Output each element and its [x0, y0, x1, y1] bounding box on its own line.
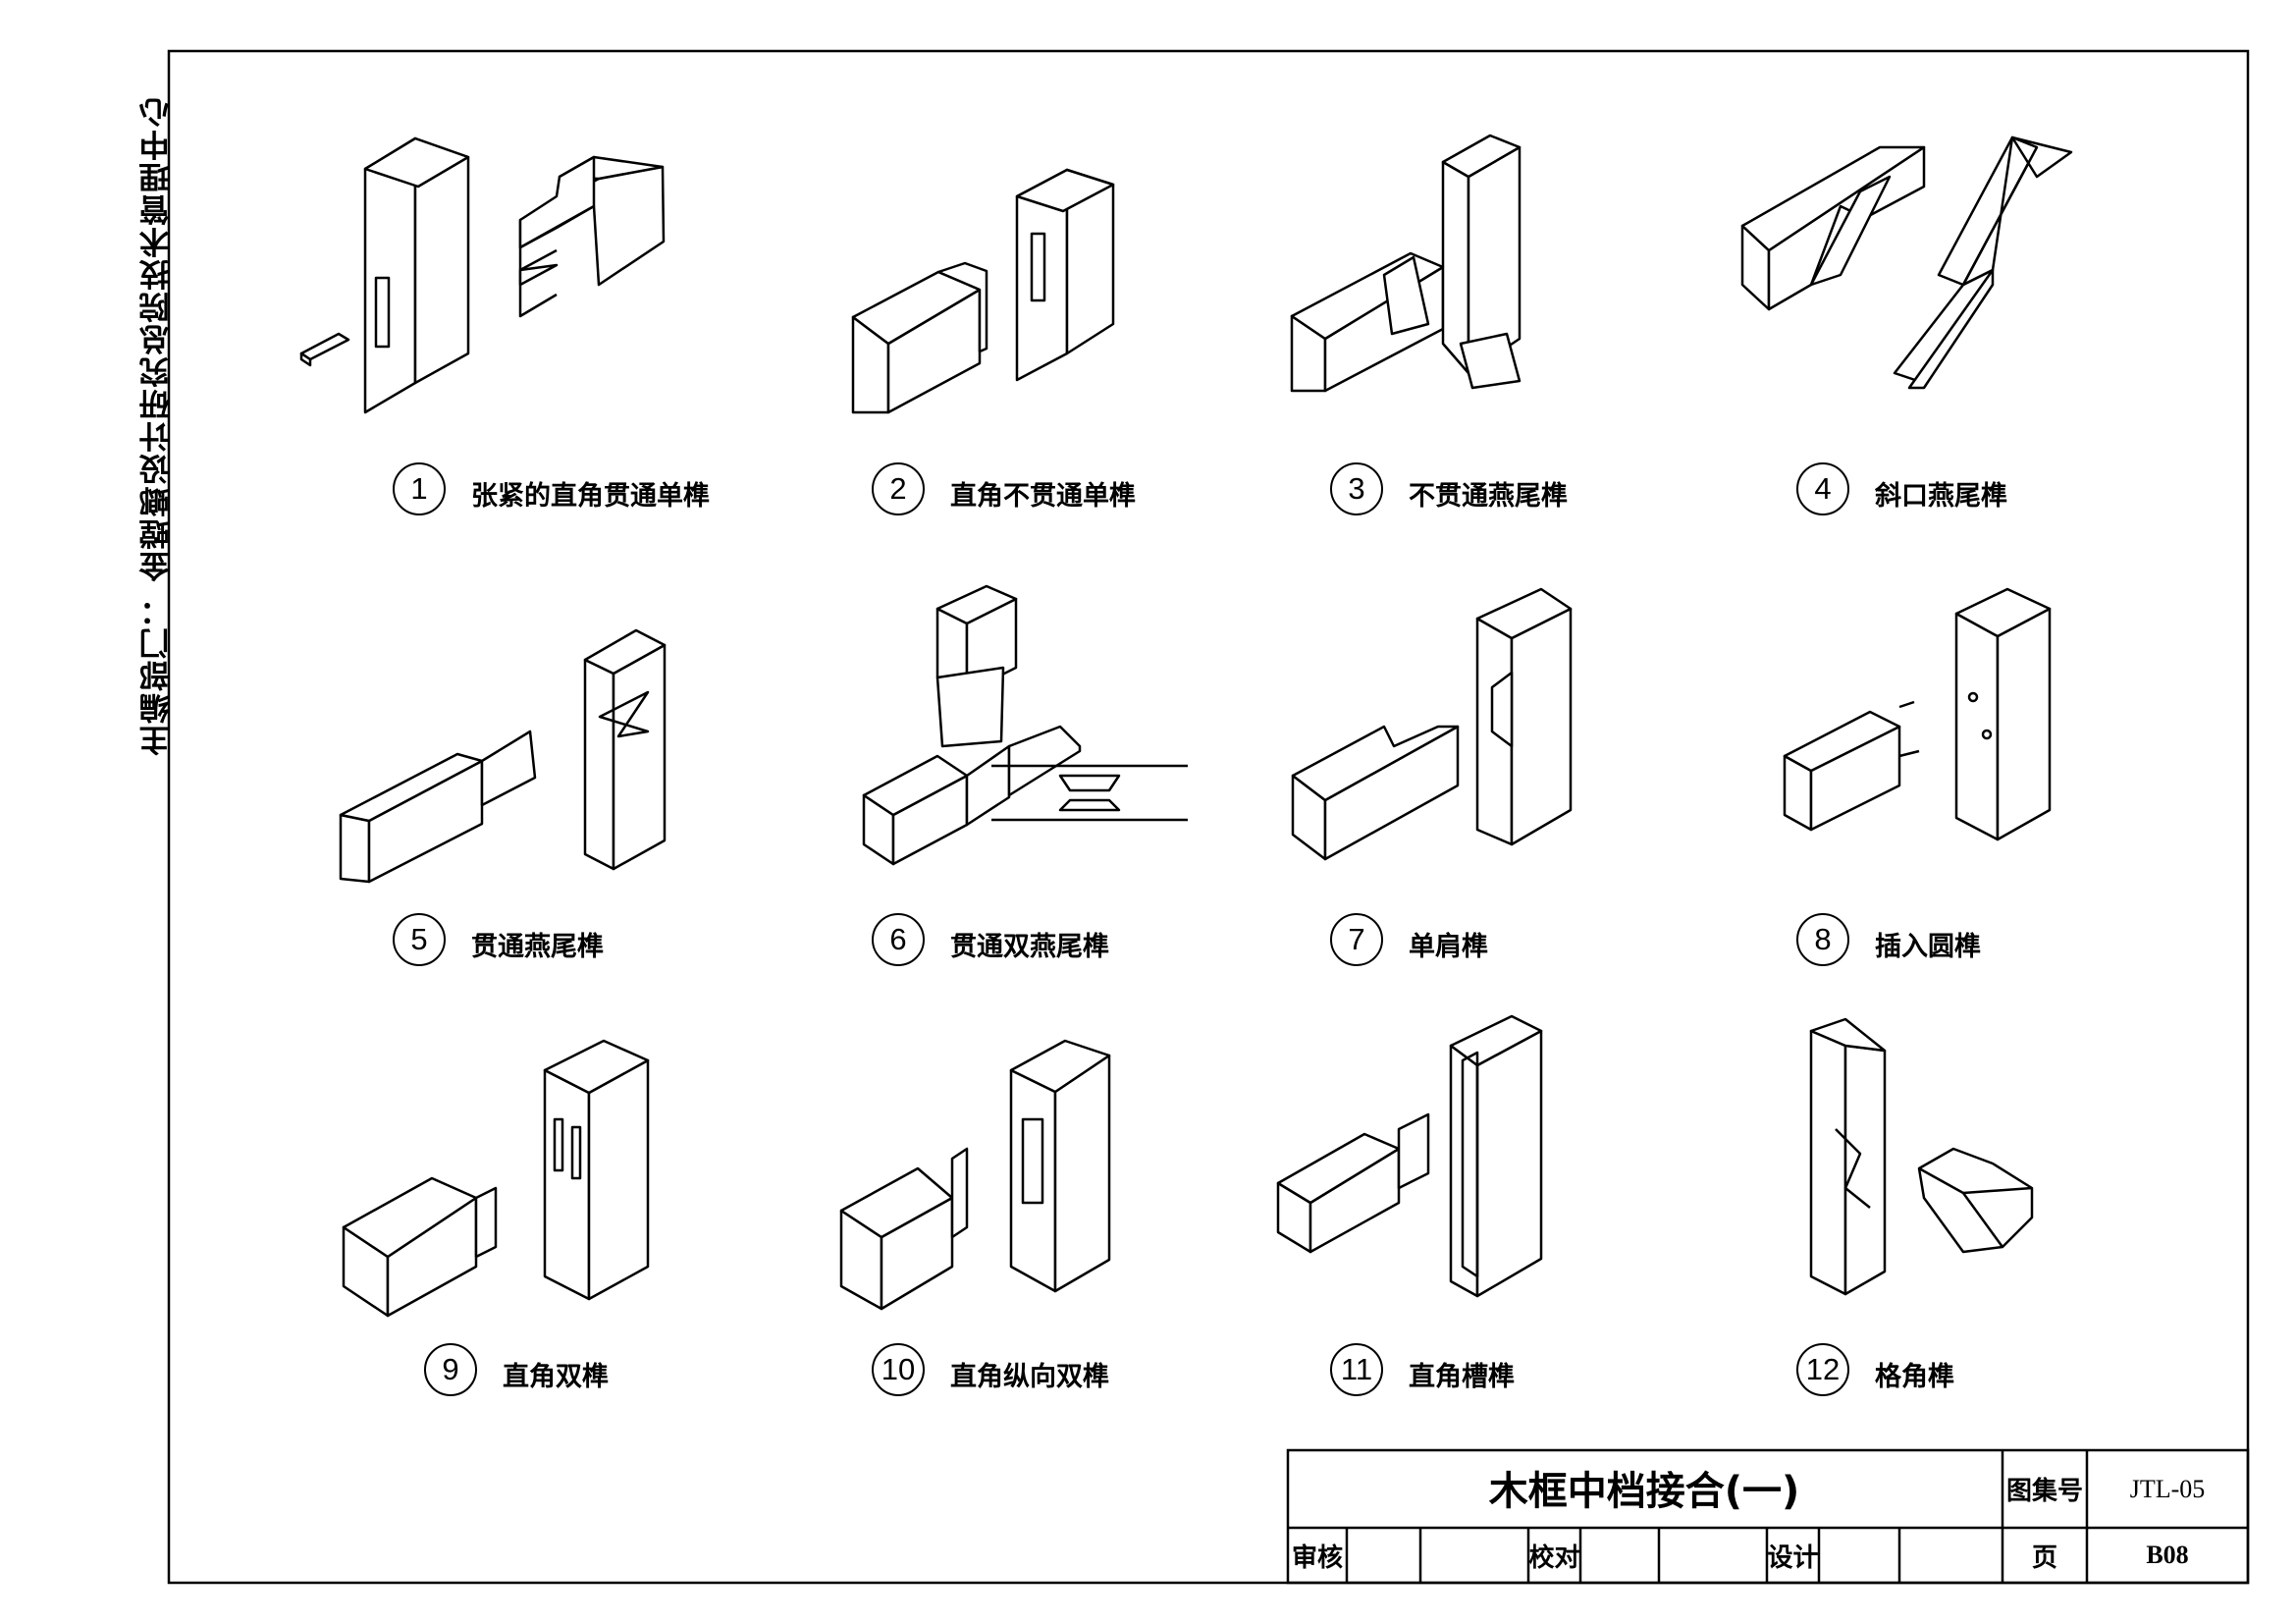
- joint-drawing-8: [1783, 587, 2052, 841]
- figure-caption-5: 贯通燕尾榫: [471, 932, 604, 962]
- title-block-grid: [1286, 1448, 2250, 1585]
- figure-caption-10: 直角纵向双榫: [950, 1362, 1109, 1392]
- figure-number-4: 4: [1796, 462, 1849, 515]
- figure-caption-6: 贯通双燕尾榫: [950, 932, 1109, 962]
- page-number-value: B08: [2146, 1541, 2189, 1569]
- figure-label-3: 3 不贯通燕尾榫: [1330, 455, 1841, 533]
- figure-label-10: 10 直角纵向双榫: [872, 1335, 1382, 1414]
- figure-caption-11: 直角槽榫: [1409, 1362, 1515, 1392]
- atlas-number-label: 图集号: [2005, 1477, 2083, 1506]
- figure-label-9: 9 直角双榫: [424, 1335, 934, 1414]
- figure-caption-3: 不贯通燕尾榫: [1409, 481, 1568, 512]
- joint-drawing-1: [299, 136, 666, 414]
- figure-caption-1: 张紧的直角贯通单榫: [471, 481, 710, 512]
- figure-caption-8: 插入圆榫: [1875, 932, 1981, 962]
- joint-drawing-3: [1290, 134, 1522, 393]
- figure-number-1: 1: [393, 462, 446, 515]
- figure-number-7: 7: [1330, 913, 1383, 966]
- figure-caption-4: 斜口燕尾榫: [1875, 481, 2007, 512]
- figure-caption-2: 直角不贯通单榫: [950, 481, 1136, 512]
- joint-drawing-4: [1740, 135, 2073, 390]
- figure-number-6: 6: [872, 913, 925, 966]
- figure-label-1: 1 张紧的直角贯通单榫: [393, 455, 903, 533]
- sheet-frame: [167, 49, 2250, 1585]
- figure-number-9: 9: [424, 1343, 477, 1396]
- figure-number-11: 11: [1330, 1343, 1383, 1396]
- figure-number-2: 2: [872, 462, 925, 515]
- figure-label-12: 12 格角榫: [1796, 1335, 2296, 1414]
- figure-label-4: 4 斜口燕尾榫: [1796, 455, 2296, 533]
- page-label: 页: [2031, 1543, 2057, 1573]
- review-label: 审核: [1291, 1543, 1343, 1573]
- figure-label-5: 5 贯通燕尾榫: [393, 905, 903, 984]
- joint-drawing-6: [862, 584, 1188, 866]
- figure-number-3: 3: [1330, 462, 1383, 515]
- figure-label-2: 2 直角不贯通单榫: [872, 455, 1382, 533]
- editor-department-label: 主编部门： 金螳螂设计研究总院技术管理中心: [139, 95, 176, 756]
- joint-drawing-12: [1809, 1017, 2034, 1296]
- joint-drawing-2: [851, 168, 1115, 414]
- drawing-title: 木框中档接合(一): [1488, 1469, 1800, 1514]
- figure-number-10: 10: [872, 1343, 925, 1396]
- figure-label-8: 8 插入圆榫: [1796, 905, 2296, 984]
- joint-drawing-9: [342, 1039, 650, 1318]
- joint-drawing-5: [339, 628, 667, 884]
- joint-drawing-10: [839, 1039, 1111, 1311]
- figure-number-8: 8: [1796, 913, 1849, 966]
- figure-caption-12: 格角榫: [1875, 1362, 1954, 1392]
- figure-number-5: 5: [393, 913, 446, 966]
- check-label: 校对: [1528, 1543, 1580, 1573]
- figure-label-11: 11 直角槽榫: [1330, 1335, 1841, 1414]
- figure-label-7: 7 单肩榫: [1330, 905, 1841, 984]
- figure-label-6: 6 贯通双燕尾榫: [872, 905, 1382, 984]
- figure-caption-7: 单肩榫: [1409, 932, 1488, 962]
- figure-number-12: 12: [1796, 1343, 1849, 1396]
- atlas-number-value: JTL-05: [2129, 1474, 2206, 1503]
- joint-drawing-11: [1276, 1014, 1543, 1298]
- joint-drawing-7: [1291, 587, 1573, 861]
- design-label: 设计: [1767, 1543, 1819, 1573]
- figure-caption-9: 直角双榫: [503, 1362, 609, 1392]
